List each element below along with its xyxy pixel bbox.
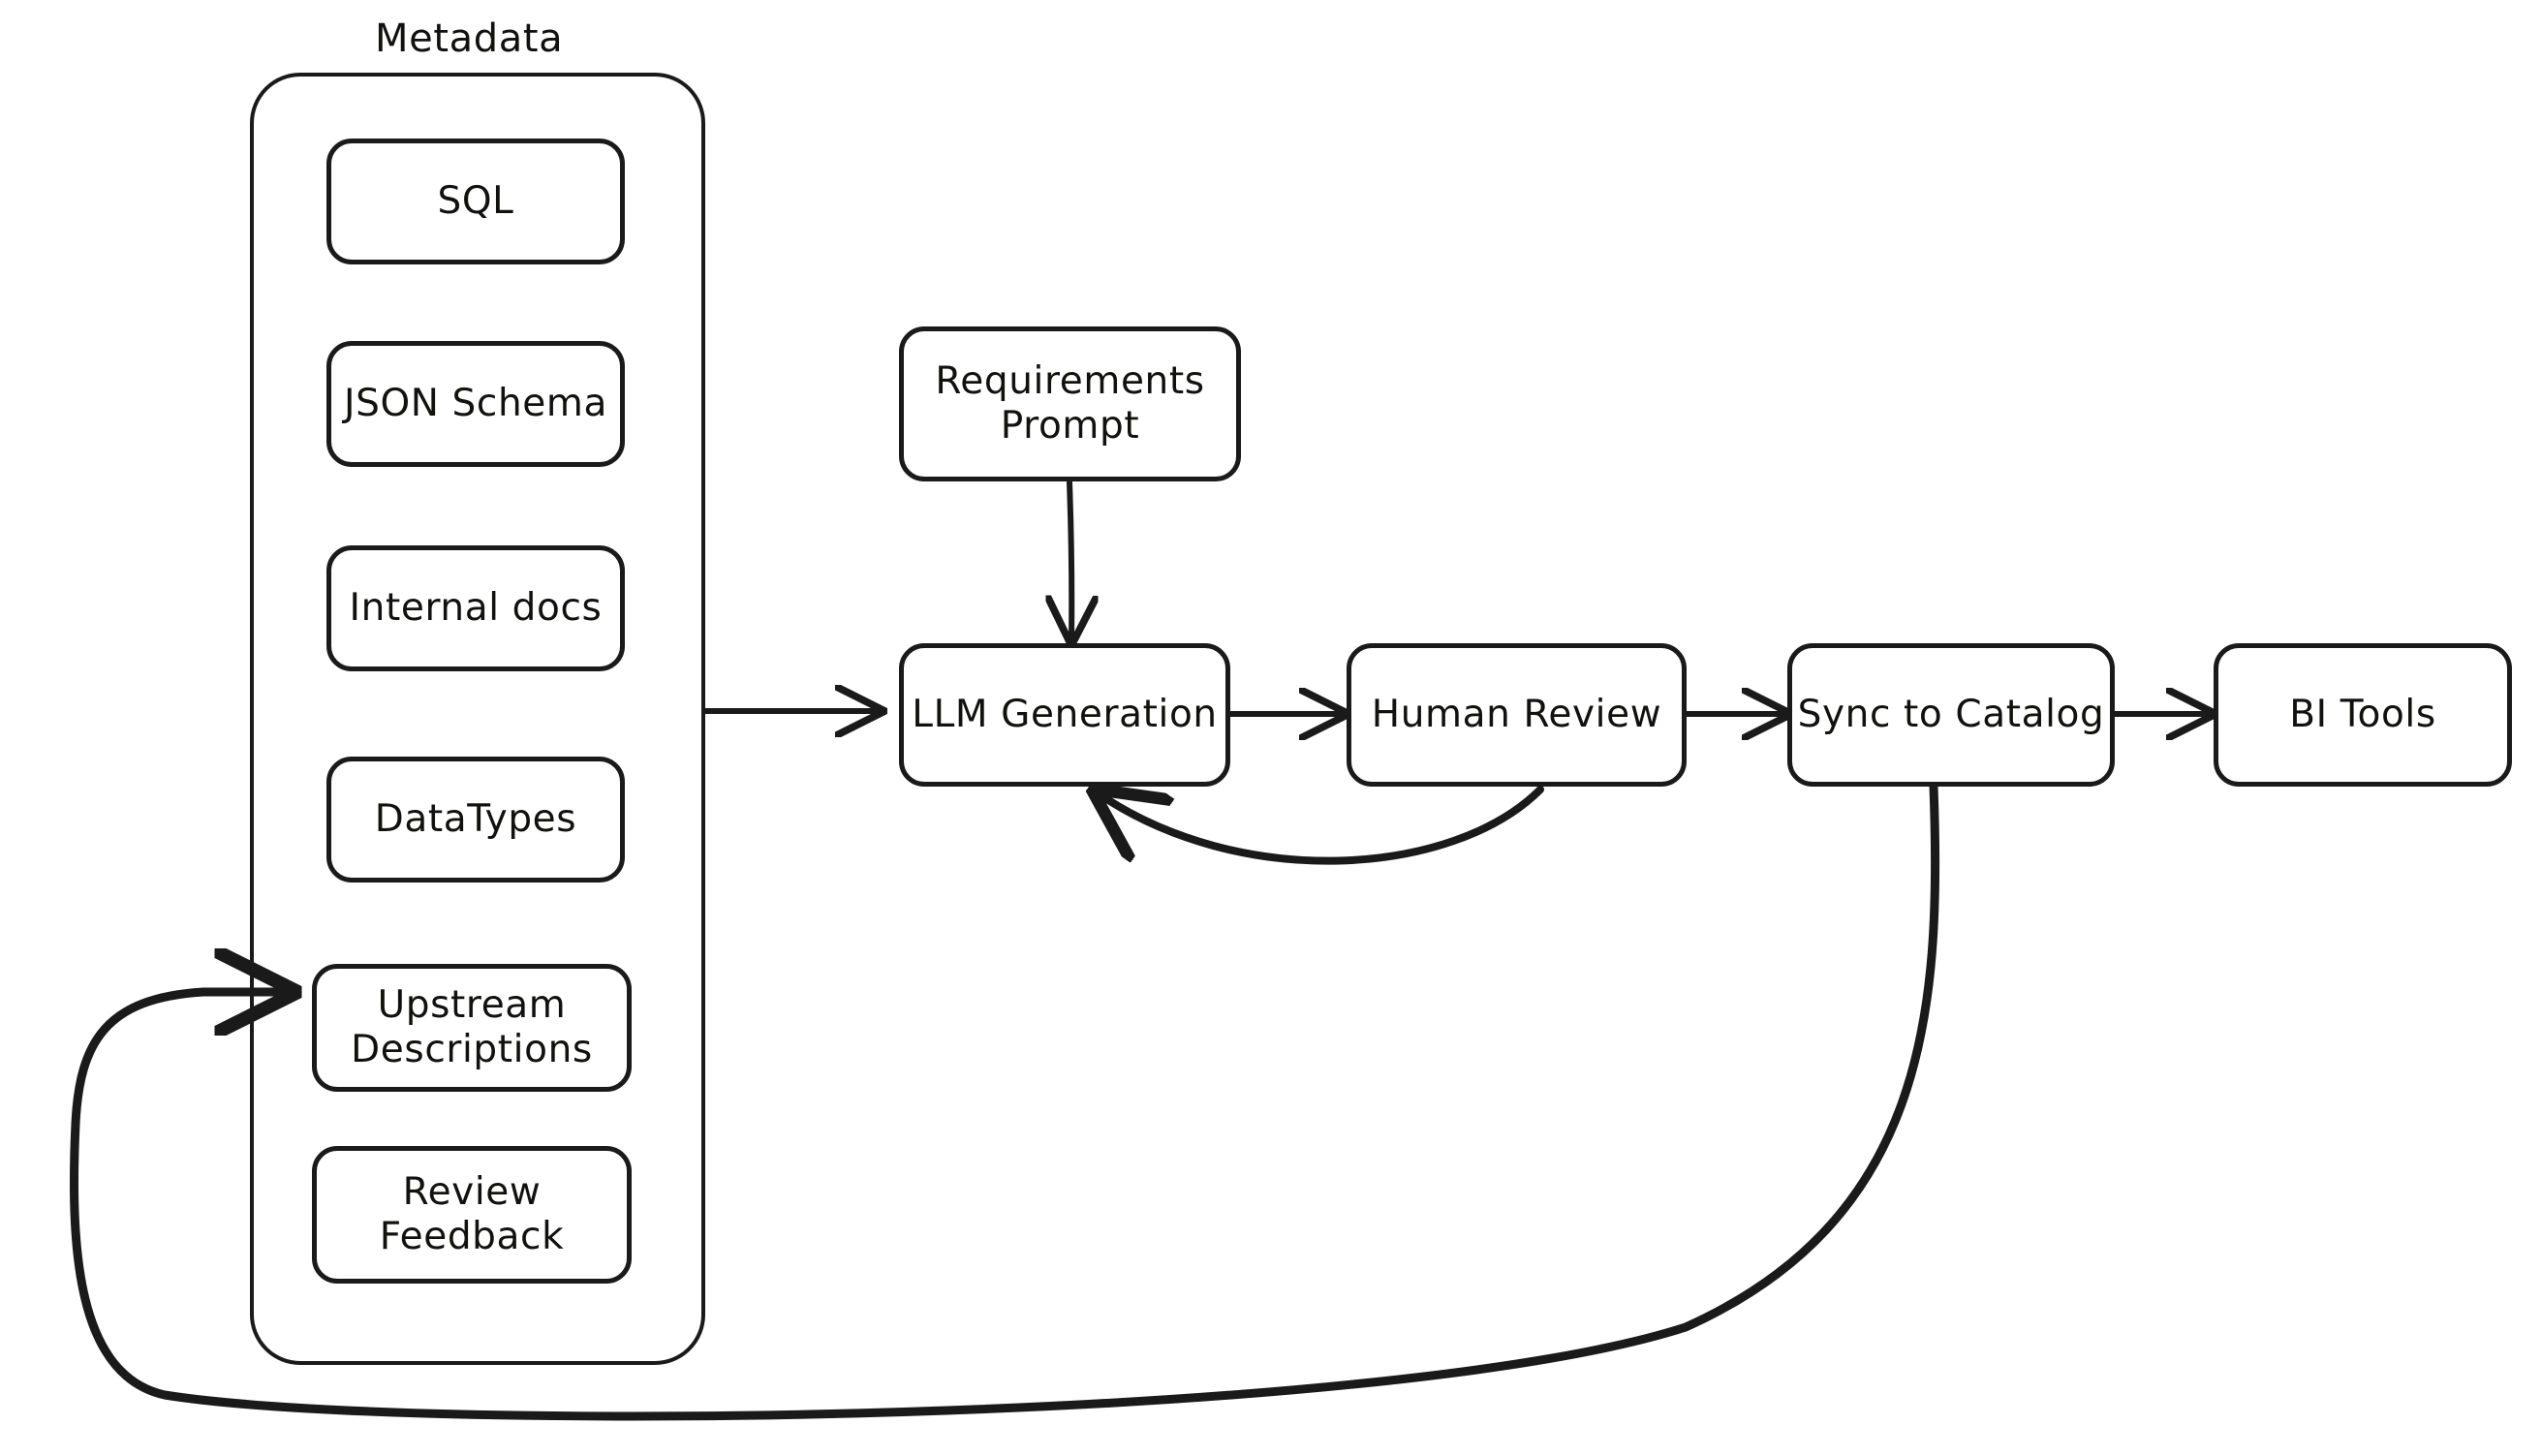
metadata-item-internal-docs[interactable]: Internal docs bbox=[326, 545, 625, 671]
node-llm-generation[interactable]: LLM Generation bbox=[899, 643, 1230, 787]
metadata-item-upstream-descriptions[interactable]: Upstream Descriptions bbox=[312, 964, 632, 1092]
metadata-group-label: Metadata bbox=[375, 16, 564, 61]
metadata-item-json-schema[interactable]: JSON Schema bbox=[326, 341, 625, 467]
node-sync-to-catalog[interactable]: Sync to Catalog bbox=[1787, 643, 2115, 787]
node-requirements-prompt[interactable]: Requirements Prompt bbox=[899, 326, 1241, 481]
metadata-item-internal-docs-label: Internal docs bbox=[349, 585, 603, 630]
metadata-item-review-feedback-line2: Feedback bbox=[379, 1215, 565, 1258]
node-sync-to-catalog-label: Sync to Catalog bbox=[1797, 692, 2105, 736]
node-bi-tools-label: BI Tools bbox=[2289, 692, 2436, 736]
node-human-review-label: Human Review bbox=[1371, 692, 1662, 736]
metadata-item-sql[interactable]: SQL bbox=[326, 139, 625, 264]
node-bi-tools[interactable]: BI Tools bbox=[2214, 643, 2512, 787]
metadata-item-json-schema-label: JSON Schema bbox=[344, 381, 607, 425]
node-requirements-prompt-line2: Prompt bbox=[1000, 404, 1140, 448]
edge-review-feedback-to-llm bbox=[1097, 790, 1544, 865]
metadata-item-review-feedback-line1: Review bbox=[402, 1169, 542, 1214]
node-human-review[interactable]: Human Review bbox=[1347, 643, 1687, 787]
edge-prompt-to-llm bbox=[1069, 480, 1071, 641]
metadata-item-upstream-descriptions-line2: Descriptions bbox=[351, 1028, 593, 1071]
metadata-item-upstream-descriptions-line1: Upstream bbox=[377, 982, 567, 1027]
node-llm-generation-label: LLM Generation bbox=[912, 692, 1218, 736]
node-requirements-prompt-line1: Requirements bbox=[935, 358, 1205, 403]
metadata-item-datatypes-label: DataTypes bbox=[374, 796, 577, 841]
metadata-item-datatypes[interactable]: DataTypes bbox=[326, 757, 625, 883]
metadata-item-sql-label: SQL bbox=[437, 178, 514, 223]
metadata-item-review-feedback[interactable]: Review Feedback bbox=[312, 1146, 632, 1284]
